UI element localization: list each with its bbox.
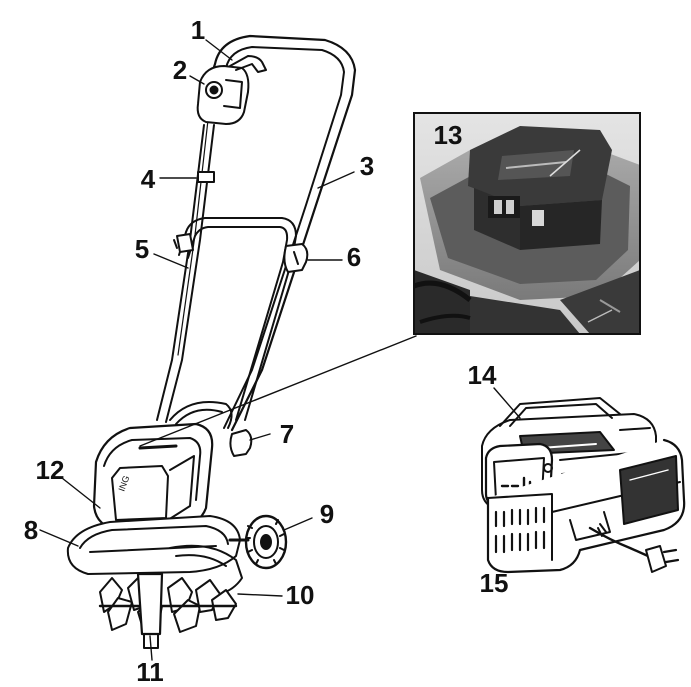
callout-7: 7 bbox=[279, 419, 295, 449]
left-handle-tube bbox=[156, 119, 215, 423]
callout-1: 1 bbox=[190, 15, 206, 45]
leader-1 bbox=[205, 39, 233, 61]
leader-12 bbox=[61, 477, 101, 509]
callout-5: 5 bbox=[134, 234, 150, 264]
callout-8: 8 bbox=[23, 515, 39, 545]
callout-6: 6 bbox=[346, 242, 362, 272]
charger-illustration bbox=[481, 397, 686, 574]
charger-base bbox=[486, 438, 686, 574]
base-deck bbox=[66, 515, 241, 575]
handle-knob-lower bbox=[229, 429, 253, 457]
leader-14 bbox=[493, 387, 521, 419]
cable-clip bbox=[197, 171, 215, 183]
callout-11: 11 bbox=[136, 657, 164, 687]
callout-4: 4 bbox=[140, 164, 156, 194]
leader-11 bbox=[149, 635, 153, 661]
leader-13 bbox=[139, 335, 417, 447]
battery-photo bbox=[413, 112, 641, 335]
callout-14: 14 bbox=[467, 360, 497, 390]
callout-13: 13 bbox=[433, 120, 463, 150]
callout-10: 10 bbox=[285, 580, 315, 610]
tine-guard bbox=[169, 544, 243, 595]
leader-2 bbox=[189, 75, 205, 85]
leader-5 bbox=[153, 253, 189, 269]
callout-3: 3 bbox=[359, 151, 375, 181]
height-knob-right bbox=[283, 243, 309, 273]
transport-wheel bbox=[228, 514, 288, 570]
motor-housing: ING bbox=[92, 422, 214, 532]
leader-9 bbox=[283, 517, 313, 531]
inner-handle bbox=[178, 217, 297, 421]
callout-2: 2 bbox=[172, 55, 188, 85]
leader-10 bbox=[237, 593, 283, 597]
callout-9: 9 bbox=[319, 499, 335, 529]
leader-7 bbox=[249, 433, 271, 441]
callout-12: 12 bbox=[35, 455, 65, 485]
tines bbox=[98, 572, 238, 649]
leader-8 bbox=[39, 529, 79, 547]
height-knob-left bbox=[173, 233, 194, 253]
callout-15: 15 bbox=[479, 568, 509, 598]
rear-guard bbox=[169, 401, 233, 429]
tiller-illustration: ING bbox=[39, 34, 521, 661]
switch-box bbox=[196, 55, 267, 125]
plug-icon bbox=[588, 523, 680, 573]
leader-3 bbox=[317, 171, 355, 189]
